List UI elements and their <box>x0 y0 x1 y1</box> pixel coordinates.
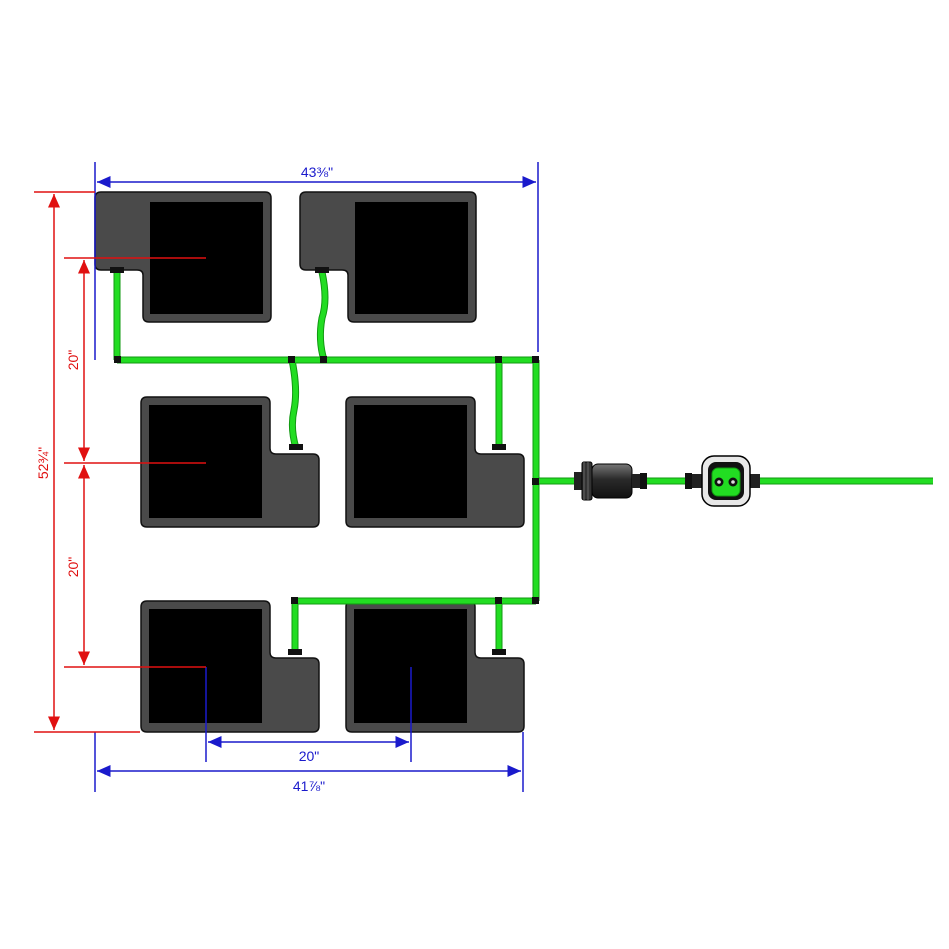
outlet-fitting <box>110 267 124 273</box>
outlet-fitting <box>289 444 303 450</box>
outlet-fitting <box>288 649 302 655</box>
timer-icon <box>692 455 760 507</box>
tee-fitting <box>495 356 502 363</box>
tray-row1-right <box>299 191 477 323</box>
tee-fitting <box>320 356 327 363</box>
row-spacing-label-2: 20" <box>65 557 81 578</box>
outlet-fitting <box>492 649 506 655</box>
tee-fitting <box>532 356 539 363</box>
pot-row1-right <box>355 202 468 314</box>
fittings <box>110 267 692 655</box>
coupler-fitting <box>640 473 647 489</box>
red-dimensions <box>34 191 206 733</box>
tray-row2-right <box>345 396 525 528</box>
column-spacing-label: 20" <box>299 748 320 764</box>
tray-row1-left <box>94 191 272 323</box>
pot-row2-left <box>149 405 262 518</box>
tee-fitting <box>114 356 121 363</box>
tee-fitting <box>288 356 295 363</box>
tee-fitting <box>532 478 539 485</box>
blue-dimensions <box>94 162 539 792</box>
pot-row2-right <box>354 405 467 518</box>
outlet-fitting <box>315 267 329 273</box>
tee-fitting <box>291 597 298 604</box>
tray-row2-left <box>140 396 320 528</box>
outlet-fitting <box>492 444 506 450</box>
filter-icon <box>574 461 640 501</box>
row-spacing-label-1: 20" <box>65 350 81 371</box>
tee-fitting <box>495 597 502 604</box>
top-width-label: 43⅜" <box>301 164 333 180</box>
tee-fitting <box>532 597 539 604</box>
bottom-width-label: 41⅞" <box>293 778 325 794</box>
coupler-fitting <box>685 473 692 489</box>
overall-height-label: 52¾" <box>35 447 51 479</box>
